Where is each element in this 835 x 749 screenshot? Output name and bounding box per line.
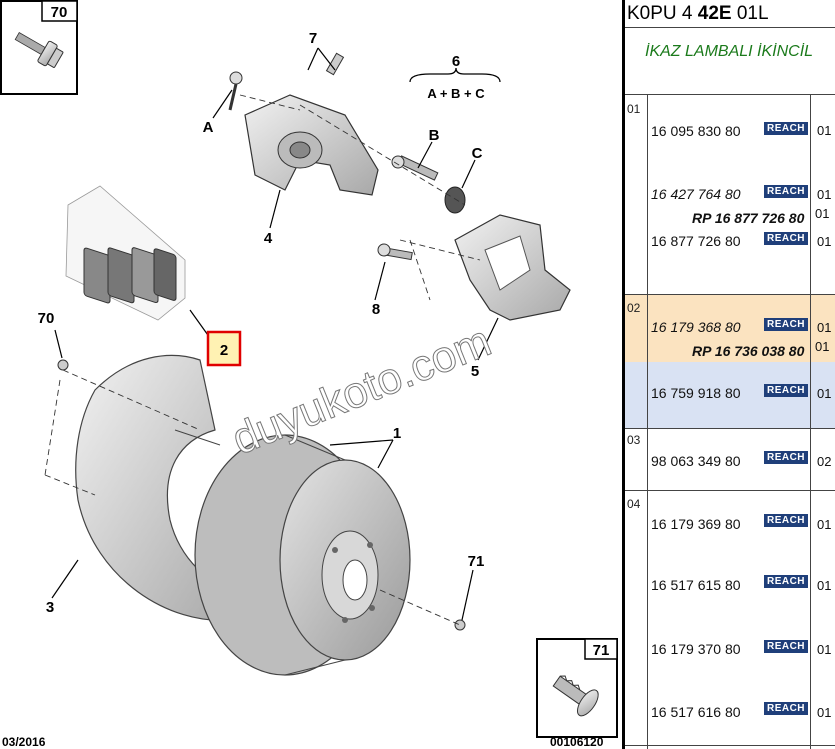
callout-71-box: 71 — [593, 642, 610, 659]
callout-6[interactable]: 6 — [452, 53, 460, 70]
reach-badge: REACH — [764, 702, 808, 715]
bolt-b[interactable] — [391, 155, 439, 181]
callout-c[interactable]: C — [472, 145, 483, 162]
callout-b[interactable]: B — [429, 127, 440, 144]
screw-71[interactable] — [454, 619, 466, 631]
section-border-01 — [625, 94, 835, 95]
callout-2: 2 — [220, 342, 228, 359]
panel-header: K0PU 4 42E 01L — [625, 0, 835, 28]
bushing-c[interactable] — [444, 186, 466, 214]
section-number: 01 — [627, 102, 641, 116]
callout-2-highlight[interactable]: 2 — [206, 330, 242, 367]
diagram-date: 03/2016 — [2, 735, 46, 749]
bolt-a[interactable] — [228, 71, 243, 111]
col-line-1 — [647, 94, 648, 749]
brake-pads-part[interactable] — [65, 185, 186, 321]
reach-badge: REACH — [764, 575, 808, 588]
callout-8[interactable]: 8 — [372, 301, 380, 318]
callout-6-formula: A + B + C — [427, 86, 485, 101]
screw-71-thumbnail[interactable]: 71 — [536, 638, 618, 738]
reach-badge: REACH — [764, 514, 808, 527]
section-border-02 — [625, 294, 835, 295]
callout-1[interactable]: 1 — [393, 425, 401, 442]
brake-caliper-part[interactable] — [244, 52, 379, 196]
reach-badge: REACH — [764, 451, 808, 464]
section-border-03 — [625, 428, 835, 429]
callout-a[interactable]: A — [203, 119, 214, 136]
section-number: 03 — [627, 433, 641, 447]
caliper-bracket-part[interactable] — [454, 214, 571, 321]
section-number: 04 — [627, 497, 641, 511]
bolt-8[interactable] — [377, 243, 413, 261]
section-number: 02 — [627, 301, 641, 315]
callout-3[interactable]: 3 — [46, 599, 54, 616]
callout-70-box: 70 — [51, 4, 68, 21]
panel-divider — [622, 0, 625, 749]
leader-lines — [51, 47, 499, 621]
reach-badge: REACH — [764, 185, 808, 198]
callout-7[interactable]: 7 — [309, 30, 317, 47]
screw-70[interactable] — [57, 359, 69, 371]
section-border-end — [625, 745, 835, 746]
callout-4[interactable]: 4 — [264, 230, 273, 247]
callout-70[interactable]: 70 — [38, 310, 55, 327]
kit-brace — [409, 67, 501, 83]
callout-5[interactable]: 5 — [471, 363, 479, 380]
brake-disc-part[interactable] — [194, 434, 411, 676]
reach-badge: REACH — [764, 640, 808, 653]
reach-badge: REACH — [764, 122, 808, 135]
callout-71[interactable]: 71 — [468, 553, 485, 570]
screw-70-thumbnail[interactable]: 70 — [0, 0, 78, 95]
assembly-guide-lines — [44, 94, 481, 626]
section-border-04 — [625, 490, 835, 491]
reach-badge: REACH — [764, 232, 808, 245]
exploded-brake-diagram: 70 71 — [0, 0, 618, 749]
diagram-ref: 00106120 — [550, 735, 604, 749]
reach-badge: REACH — [764, 318, 808, 331]
col-line-2 — [810, 94, 811, 749]
warning-note: İKAZ LAMBALI İKİNCİL — [645, 43, 814, 60]
parts-panel: K0PU 4 42E 01L İKAZ LAMBALI İKİNCİL 01 0… — [625, 0, 835, 749]
reach-badge: REACH — [764, 384, 808, 397]
